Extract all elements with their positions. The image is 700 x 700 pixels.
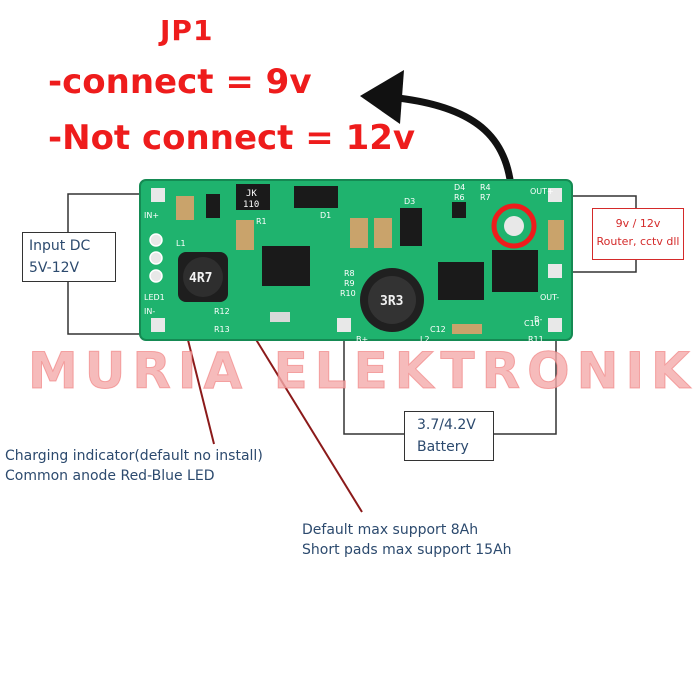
pad-out-plus (548, 188, 562, 202)
resistor-r12 (270, 312, 290, 322)
label-b-minus: B- (534, 315, 542, 324)
charging-note-line2: Common anode Red-Blue LED (5, 468, 215, 484)
jp1-arrow-head (360, 70, 404, 124)
input-dc-box: Input DC 5V-12V (22, 232, 116, 282)
input-dc-label: Input DC (29, 238, 91, 254)
label-l1-ref: L1 (176, 239, 186, 248)
label-l2-ref: L2 (420, 335, 430, 344)
input-plus-wire (67, 193, 148, 232)
capacity-note-line1: Default max support 8Ah (302, 522, 479, 538)
label-out-minus: OUT- (540, 293, 559, 302)
battery-box: 3.7/4.2V Battery (404, 411, 494, 461)
led-pad-3 (149, 269, 163, 283)
capacitor-c1 (176, 196, 194, 220)
label-d1: D1 (320, 211, 331, 220)
label-r4: R4 (480, 183, 491, 192)
label-b-plus: B+ (356, 335, 368, 344)
label-r10: R10 (340, 289, 356, 298)
chip-jk (236, 184, 270, 210)
label-r13: R13 (214, 325, 230, 334)
capacitor-c3 (374, 218, 392, 248)
label-in-minus: IN- (144, 307, 155, 316)
pad-out-minus (548, 264, 562, 278)
charging-note-line1: Charging indicator(default no install) (5, 448, 263, 464)
led-pad-2 (149, 251, 163, 265)
capacitor-c4 (236, 220, 254, 250)
charging-indicator-note: Charging indicator(default no install) C… (5, 446, 263, 486)
capacity-pointer-line (243, 319, 363, 513)
label-d3: D3 (404, 197, 415, 206)
capacitor-c12 (452, 324, 482, 334)
label-c12: C12 (430, 325, 446, 334)
label-r11: R11 (528, 335, 544, 344)
label-led1: LED1 (144, 293, 165, 302)
battery-minus-wire (494, 330, 557, 435)
battery-label: Battery (417, 439, 469, 455)
output-voltage-label: 9v / 12v (615, 217, 661, 230)
output-usage-label: Router, cctv dll (596, 235, 680, 248)
label-c10: C10 (524, 319, 540, 328)
label-l2-value: 3R3 (380, 294, 403, 309)
pad-b-plus (337, 318, 351, 332)
diode-d3 (400, 208, 422, 246)
diode-d1 (294, 186, 338, 208)
pad-b-minus (548, 318, 562, 332)
label-jk-code: 110 (243, 200, 259, 210)
capacity-note: Default max support 8Ah Short pads max s… (302, 520, 512, 560)
jp1-highlight-circle (491, 203, 537, 249)
label-r1: R1 (256, 217, 267, 226)
transistor-q1 (452, 202, 466, 218)
output-box: 9v / 12v Router, cctv dll (592, 208, 684, 260)
output-plus-wire (560, 195, 637, 208)
jp1-title: JP1 (160, 14, 214, 47)
label-r7: R7 (480, 193, 491, 202)
input-dc-range: 5V-12V (29, 260, 80, 276)
input-minus-wire (67, 282, 148, 335)
ic-u2 (438, 262, 484, 300)
label-r12: R12 (214, 307, 230, 316)
inductor-l1-core (183, 257, 223, 297)
jp1-pad (504, 216, 524, 236)
battery-plus-wire (343, 330, 404, 435)
label-d4: D4 (454, 183, 465, 192)
jp1-not-connect-line: -Not connect = 12v (48, 118, 416, 158)
jp1-connect-line: -connect = 9v (48, 62, 312, 102)
ic-u1 (262, 246, 310, 286)
label-l1-value: 4R7 (189, 271, 212, 286)
label-jk: JK (246, 189, 257, 199)
capacity-note-line2: Short pads max support 15Ah (302, 542, 512, 558)
label-out-plus: OUT+ (530, 187, 554, 196)
ic-u3 (492, 250, 538, 292)
label-r6: R6 (454, 193, 465, 202)
battery-voltage-label: 3.7/4.2V (417, 417, 476, 433)
watermark-text: MURIA ELEKTRONIK (28, 342, 697, 401)
label-r8: R8 (344, 269, 355, 278)
pad-in-minus (151, 318, 165, 332)
pad-in-plus (151, 188, 165, 202)
led-pad-1 (149, 233, 163, 247)
inductor-l2-core (368, 276, 416, 324)
capacitor-c5 (548, 220, 564, 250)
label-in-plus: IN+ (144, 211, 159, 220)
capacitor-c2 (350, 218, 368, 248)
output-minus-wire (560, 260, 637, 273)
label-r9: R9 (344, 279, 355, 288)
component-small-1 (206, 194, 220, 218)
